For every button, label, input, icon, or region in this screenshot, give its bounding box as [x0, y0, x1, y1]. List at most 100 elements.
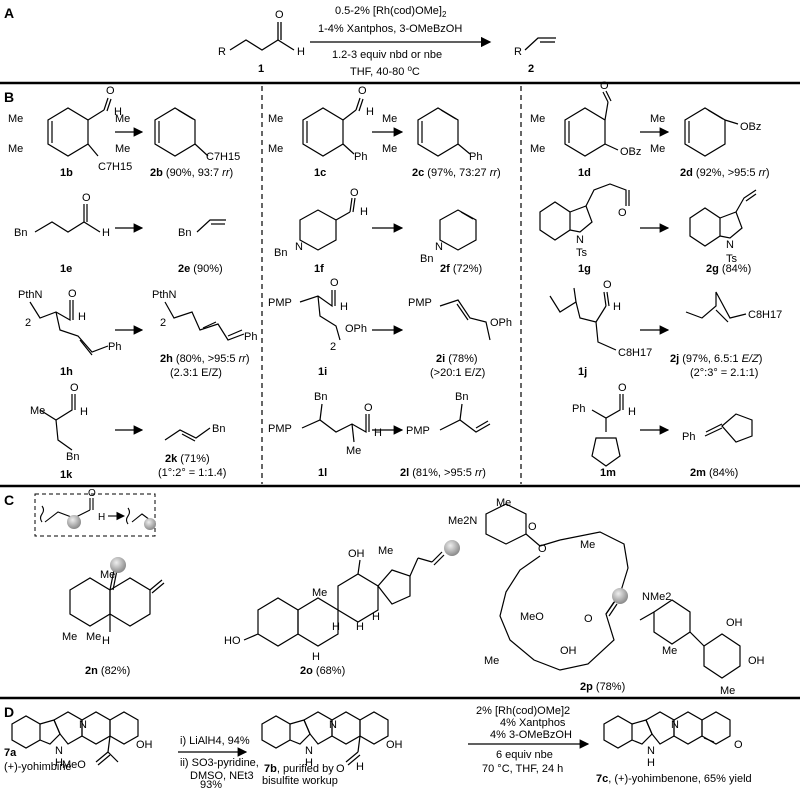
atom-label: N	[79, 719, 87, 731]
atom-label: O	[68, 288, 77, 300]
compound-1-label: 1	[258, 63, 264, 75]
step-2-line-3: 93%	[200, 779, 222, 789]
atom-label: Ph	[572, 403, 585, 415]
atom-label: Bn	[455, 391, 468, 403]
label-1m: 1m	[600, 467, 616, 479]
atom-label: Bn	[178, 227, 191, 239]
atom-label: OH	[348, 548, 365, 560]
atom-label: C8H17	[618, 347, 652, 359]
result-2j: 2j (97%, 6.5:1 E/Z)	[670, 353, 762, 365]
legend-box	[34, 493, 156, 537]
label-7a: 7a	[4, 747, 17, 759]
atom-label: Me	[530, 143, 545, 155]
atom-label: Me	[8, 143, 23, 155]
atom-label: O	[734, 739, 743, 751]
atom-label: O	[528, 521, 537, 533]
row3-structures	[29, 287, 747, 356]
atom-label: H	[372, 611, 380, 623]
atom-label: H	[55, 757, 63, 769]
atom-label: H	[340, 301, 348, 313]
atom-label: Me	[530, 113, 545, 125]
note-2i: (>20:1 E/Z)	[430, 367, 485, 379]
cond-4: 6 equiv nbe	[496, 749, 553, 761]
atom-label: Ts	[576, 247, 588, 259]
atom-label: Bn	[274, 247, 287, 259]
atom-label: Me	[662, 645, 677, 657]
atom-label: H	[356, 621, 364, 633]
atom-label: N	[295, 241, 303, 253]
result-2g: 2g (84%)	[706, 263, 751, 275]
ball-marker-icon	[612, 588, 628, 604]
label-1f: 1f	[314, 263, 324, 275]
atom-label: Me	[312, 587, 327, 599]
atom-label: O	[330, 277, 339, 289]
atom-label: PthN	[18, 289, 43, 301]
atom-label: H	[613, 301, 621, 313]
atom-label: C7H15	[98, 161, 132, 173]
atom-label: H	[360, 206, 368, 218]
label-1c: 1c	[314, 167, 326, 179]
panel-a-scheme	[229, 22, 556, 51]
atom-label: Me	[86, 631, 101, 643]
yield-2o: 2o (68%)	[300, 665, 345, 677]
atom-label: N	[435, 241, 443, 253]
atom-label: O	[82, 192, 91, 204]
atom-label: HO	[224, 635, 241, 647]
atom-label: Ph	[469, 151, 482, 163]
structure-2o	[243, 551, 445, 647]
cond-5: 70 °C, THF, 24 h	[482, 763, 563, 775]
label-1l: 1l	[318, 467, 327, 479]
atom-label: H	[114, 106, 122, 118]
atom-label: N	[671, 719, 679, 731]
atom-label: O	[603, 279, 612, 291]
r-group-label-product: R	[514, 46, 522, 58]
note-2j: (2°:3° = 2.1:1)	[690, 367, 758, 379]
atom-label: O	[358, 85, 367, 97]
label-1d: 1d	[578, 167, 591, 179]
step-2-line-1: ii) SO3-pyridine,	[180, 757, 259, 769]
name-7a: (+)-yohimbine	[4, 761, 72, 773]
cond-3: 4% 3-OMeBzOH	[490, 729, 572, 741]
cond-1: 2% [Rh(cod)OMe]2	[476, 705, 570, 717]
ball-marker-icon	[144, 518, 156, 530]
atom-label: Me	[580, 539, 595, 551]
atom-label: O	[538, 543, 547, 555]
result-2e: 2e (90%)	[178, 263, 223, 275]
row2-structures	[34, 183, 757, 251]
atom-label: O	[584, 613, 593, 625]
atom-label: MeO	[62, 759, 86, 771]
atom-label: Me	[720, 685, 735, 697]
structure-2p	[485, 503, 741, 679]
atom-label: 2	[160, 317, 166, 329]
atom-label: OH	[386, 739, 403, 751]
atom-label: Ph	[244, 331, 257, 343]
atom-label: OPh	[490, 317, 512, 329]
atom-label: O	[618, 382, 627, 394]
atom-label: Bn	[66, 451, 79, 463]
atom-label: N	[305, 745, 313, 757]
atom-label: Ph	[354, 151, 367, 163]
atom-label: H	[102, 635, 110, 647]
atom-label: Me	[378, 545, 393, 557]
atom-label: Bn	[314, 391, 327, 403]
atom-label: O	[600, 80, 609, 92]
label-1e: 1e	[60, 263, 72, 275]
atom-label: H	[305, 757, 313, 769]
atom-label: Me	[268, 143, 283, 155]
atom-label: PMP	[408, 297, 432, 309]
atom-label: Me	[115, 143, 130, 155]
atom-label: Bn	[420, 253, 433, 265]
r-group-label: R	[218, 46, 226, 58]
step-2-line-2: DMSO, NEt3	[190, 770, 254, 782]
result-2b: 2b (90%, 93:7 rr)	[150, 167, 233, 179]
atom-label: Me	[30, 405, 45, 417]
atom-label: O	[336, 763, 345, 775]
atom-label: OH	[726, 617, 743, 629]
atom-label: N	[647, 745, 655, 757]
atom-label: Ph	[108, 341, 121, 353]
result-2k: 2k (71%)	[165, 453, 210, 465]
label-7b: 7b, purified by	[264, 763, 334, 775]
result-2l: 2l (81%, >95:5 rr)	[400, 467, 486, 479]
result-2m: 2m (84%)	[690, 467, 738, 479]
atom-label: C7H15	[206, 151, 240, 163]
